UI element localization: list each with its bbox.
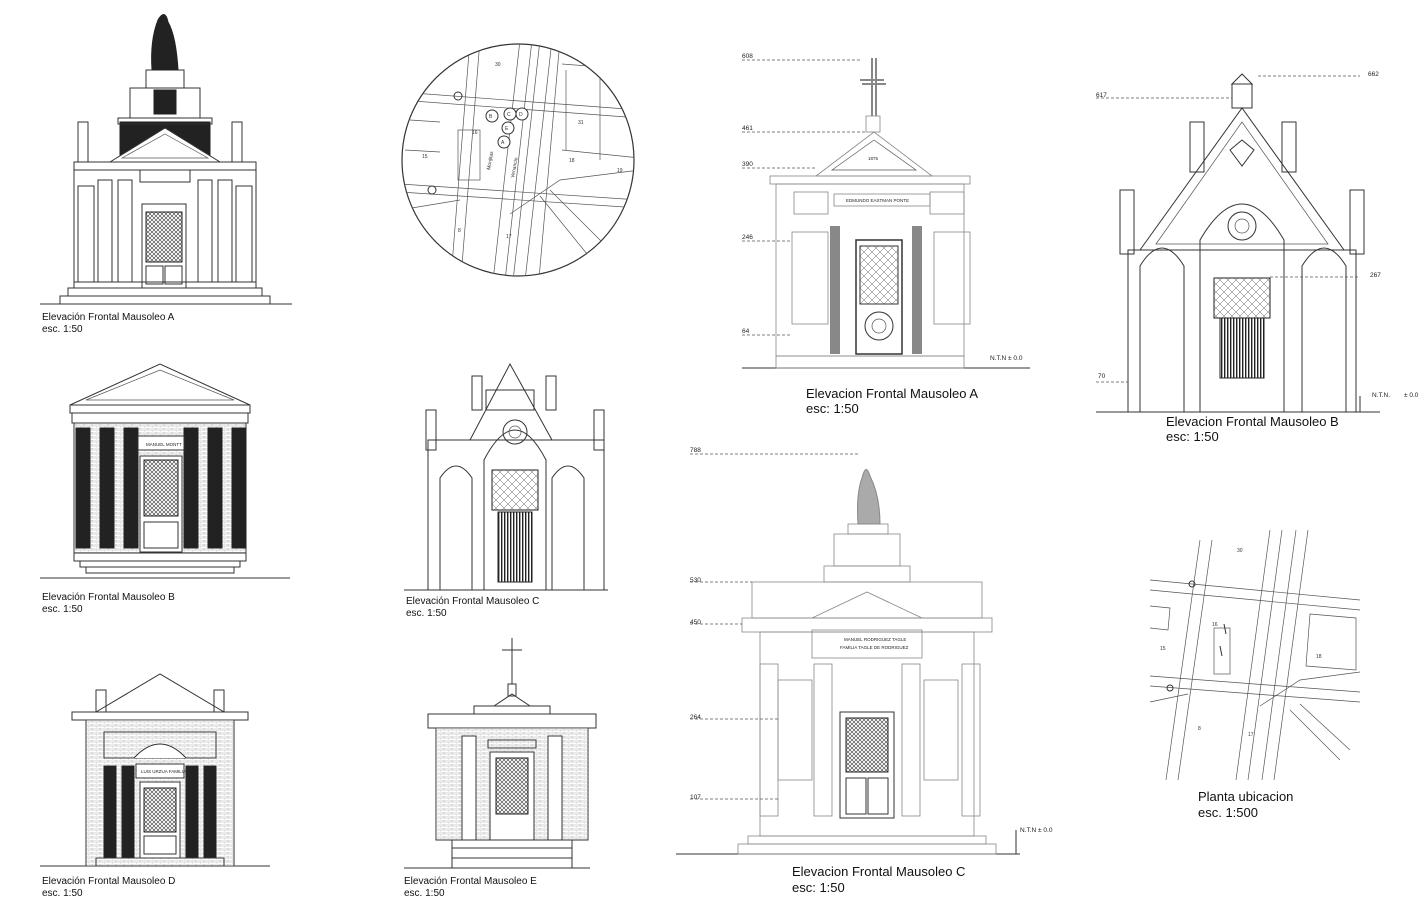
elevation-small-e: Elevación Frontal Mausoleo E esc. 1:50: [404, 638, 597, 899]
caption-large-b-title: Elevacion Frontal Mausoleo B: [1166, 414, 1339, 429]
block-15: 15: [422, 154, 428, 160]
plan-block-15: 15: [1160, 646, 1166, 652]
block-19: 19: [617, 168, 623, 174]
marker-e: E: [505, 126, 509, 132]
elevation-small-b: Elevación Frontal Mausoleo B esc. 1:50: [40, 363, 290, 615]
level-markers-large-b: 662 617 267 70: [1096, 71, 1381, 412]
level-c-264: 264: [690, 714, 701, 721]
elevation-small-a: Elevación Frontal Mausoleo A esc. 1:50: [40, 14, 292, 335]
caption-plan-scale: esc. 1:500: [1198, 805, 1258, 820]
caption-small-c-scale: esc. 1:50: [406, 608, 447, 619]
caption-small-d-scale: esc. 1:50: [42, 888, 83, 899]
caption-small-c-title: Elevación Frontal Mausoleo C: [406, 596, 539, 607]
level-b-267: 267: [1370, 272, 1381, 279]
caption-large-c-scale: esc: 1:50: [792, 880, 845, 895]
caption-plan-title: Planta ubicacion: [1198, 789, 1293, 804]
level-b-662: 662: [1368, 71, 1379, 78]
elevation-large-c: 788 530 450 264 107 MANUEL RODRIGUEZ TAG…: [676, 447, 1053, 895]
street-venancio: Venancio: [510, 157, 520, 179]
level-markers-large-a: 608 461 390 246 64: [742, 53, 866, 336]
level-c-530: 530: [690, 577, 701, 584]
ntn-a: N.T.N ± 0.0: [990, 355, 1023, 362]
elevation-large-a: 608 461 390 246 64 1875 EDMUNDO EASTMAN …: [742, 53, 1030, 416]
block-17: 17: [506, 234, 512, 240]
elevation-small-c: Elevación Frontal Mausoleo C esc. 1:50: [404, 362, 608, 619]
marker-b: B: [489, 114, 493, 120]
caption-large-b-scale: esc: 1:50: [1166, 429, 1219, 444]
plan-block-18: 18: [1316, 654, 1322, 660]
inscription-b-small: MANUEL MONTT: [146, 442, 182, 447]
location-map-circle: B C D E A 30 16 15 31 18 19 8 17 Monjita…: [401, 43, 635, 277]
level-a-608: 608: [742, 53, 753, 60]
level-b-617: 617: [1096, 92, 1107, 99]
caption-large-c-title: Elevacion Frontal Mausoleo C: [792, 864, 965, 879]
ntn-b-value: ± 0.0: [1404, 392, 1419, 399]
level-c-107: 107: [690, 794, 701, 801]
level-a-390: 390: [742, 161, 753, 168]
caption-large-a-scale: esc: 1:50: [806, 401, 859, 416]
level-c-450: 450: [690, 619, 701, 626]
caption-small-a-scale: esc. 1:50: [42, 324, 83, 335]
block-18: 18: [569, 158, 575, 164]
caption-small-a-title: Elevación Frontal Mausoleo A: [42, 312, 175, 323]
block-31: 31: [578, 120, 584, 126]
marker-a: A: [501, 140, 505, 146]
plan-block-17: 17: [1248, 732, 1254, 738]
level-a-246: 246: [742, 234, 753, 241]
elevation-small-d: Elevación Frontal Mausoleo D esc. 1:50: [40, 673, 270, 899]
block-30: 30: [495, 62, 501, 68]
caption-small-e-title: Elevación Frontal Mausoleo E: [404, 876, 537, 887]
caption-small-d-title: Elevación Frontal Mausoleo D: [42, 876, 175, 887]
caption-small-b-scale: esc. 1:50: [42, 604, 83, 615]
level-b-70: 70: [1098, 373, 1106, 380]
inscription-year: 1875: [868, 156, 879, 161]
location-plan: 30 16 15 18 8 17 Planta ubicacion esc. 1…: [1149, 529, 1361, 820]
inscription-c-1: MANUEL RODRIGUEZ TAGLE: [844, 637, 906, 642]
marker-c: C: [507, 112, 511, 118]
elevation-large-b: 662 617 267 70 N.T.N. ± 0.0 Elevacion Fr…: [1096, 71, 1419, 444]
caption-small-b-title: Elevación Frontal Mausoleo B: [42, 592, 175, 603]
ntn-c: N.T.N ± 0.0: [1020, 827, 1053, 834]
level-a-461: 461: [742, 125, 753, 132]
ntn-b-label: N.T.N.: [1372, 392, 1390, 399]
caption-small-e-scale: esc. 1:50: [404, 888, 445, 899]
level-c-788: 788: [690, 447, 701, 454]
plan-block-8: 8: [1198, 726, 1201, 732]
inscription-d-small: LUIS URZUA FAMILIA: [141, 769, 186, 774]
plan-block-16: 16: [1212, 622, 1218, 628]
marker-d: D: [519, 112, 523, 118]
inscription-name-a: EDMUNDO EASTMAN PONTE: [846, 198, 909, 203]
caption-large-a-title: Elevacion Frontal Mausoleo A: [806, 386, 978, 401]
level-a-64: 64: [742, 328, 750, 335]
level-markers-large-c: 788 530 450 264 107: [690, 447, 860, 801]
block-8: 8: [458, 228, 461, 234]
block-16: 16: [472, 130, 478, 136]
plan-block-30: 30: [1237, 548, 1243, 554]
street-monjitas: Monjitas: [486, 150, 495, 170]
inscription-c-2: FAMILIA TAGLE DE RODRIGUEZ: [840, 645, 909, 650]
